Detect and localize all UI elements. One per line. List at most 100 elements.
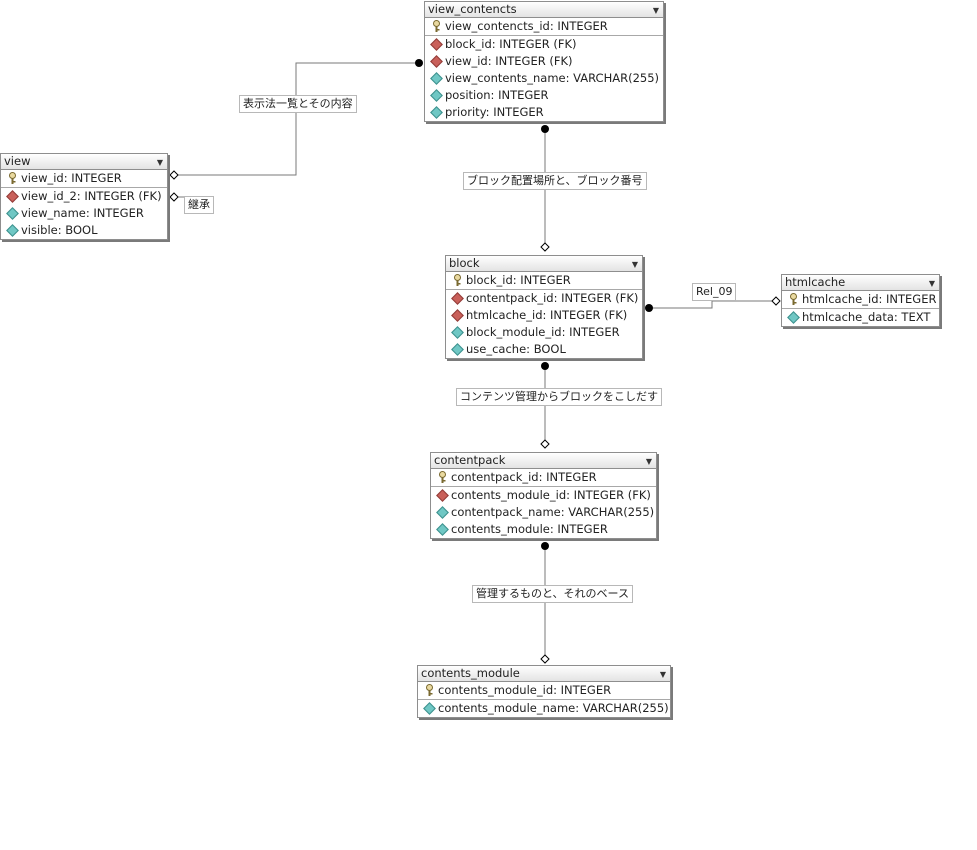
column-row[interactable]: view_id: INTEGER (FK) bbox=[425, 53, 663, 70]
column-row[interactable]: view_contents_name: VARCHAR(255) bbox=[425, 70, 663, 87]
entity-header[interactable]: view_contencts ▼ bbox=[425, 2, 663, 18]
column-text: contents_module_name: VARCHAR(255) bbox=[438, 701, 669, 715]
column-diamond-icon bbox=[4, 207, 20, 220]
column-text: htmlcache_data: TEXT bbox=[802, 310, 931, 324]
column-diamond-icon bbox=[434, 506, 450, 519]
entity-title: view_contencts bbox=[428, 2, 517, 16]
column-text: contentpack_name: VARCHAR(255) bbox=[451, 505, 655, 519]
entity-view-contencts[interactable]: view_contencts ▼ view_contencts_id: INTE… bbox=[424, 1, 664, 122]
column-text: view_id_2: INTEGER (FK) bbox=[21, 189, 162, 203]
column-row[interactable]: view_id: INTEGER bbox=[1, 170, 167, 188]
column-row[interactable]: block_module_id: INTEGER bbox=[446, 324, 642, 341]
column-text: view_name: INTEGER bbox=[21, 206, 144, 220]
column-row[interactable]: contents_module: INTEGER bbox=[431, 521, 656, 538]
entity-title: contentpack bbox=[434, 453, 506, 467]
column-row[interactable]: htmlcache_data: TEXT bbox=[782, 309, 939, 326]
entity-title: contents_module bbox=[421, 666, 520, 680]
column-row[interactable]: priority: INTEGER bbox=[425, 104, 663, 121]
column-text: htmlcache_id: INTEGER (FK) bbox=[466, 308, 628, 322]
fk-diamond-icon bbox=[449, 292, 465, 305]
entity-htmlcache[interactable]: htmlcache ▼ htmlcache_id: INTEGER htmlca… bbox=[781, 274, 940, 327]
column-text: contents_module_id: INTEGER (FK) bbox=[451, 488, 651, 502]
key-icon bbox=[449, 274, 465, 287]
rel-label-view-self: 継承 bbox=[184, 196, 214, 214]
entity-block[interactable]: block ▼ block_id: INTEGER contentpack_id… bbox=[445, 255, 643, 359]
rel-end-filled bbox=[415, 59, 423, 67]
column-row[interactable]: contentpack_name: VARCHAR(255) bbox=[431, 504, 656, 521]
dropdown-arrow-icon[interactable]: ▼ bbox=[928, 279, 935, 288]
column-text: contentpack_id: INTEGER (FK) bbox=[466, 291, 639, 305]
entity-header[interactable]: contentpack ▼ bbox=[431, 453, 656, 469]
column-text: view_id: INTEGER (FK) bbox=[445, 54, 573, 68]
column-row[interactable]: contentpack_id: INTEGER (FK) bbox=[446, 290, 642, 307]
rel-end-filled bbox=[541, 362, 549, 370]
column-row[interactable]: htmlcache_id: INTEGER bbox=[782, 291, 939, 309]
entity-header[interactable]: htmlcache ▼ bbox=[782, 275, 939, 291]
column-text: block_id: INTEGER (FK) bbox=[445, 37, 577, 51]
column-row[interactable]: position: INTEGER bbox=[425, 87, 663, 104]
rel-end-hollow-diamond bbox=[540, 654, 550, 664]
fk-diamond-icon bbox=[434, 489, 450, 502]
column-text: view_contencts_id: INTEGER bbox=[445, 19, 608, 33]
fk-diamond-icon bbox=[449, 309, 465, 322]
column-row[interactable]: block_id: INTEGER (FK) bbox=[425, 36, 663, 53]
rel-line-block-htmlcache bbox=[649, 300, 776, 309]
column-text: contents_module: INTEGER bbox=[451, 522, 608, 536]
entity-title: view bbox=[4, 154, 31, 168]
column-row[interactable]: contents_module_id: INTEGER bbox=[418, 682, 670, 700]
fk-diamond-icon bbox=[428, 55, 444, 68]
column-text: block_id: INTEGER bbox=[466, 273, 571, 287]
column-text: visible: BOOL bbox=[21, 223, 98, 237]
key-icon bbox=[428, 20, 444, 33]
dropdown-arrow-icon[interactable]: ▼ bbox=[652, 6, 659, 15]
column-diamond-icon bbox=[449, 343, 465, 356]
rel-end-hollow-diamond bbox=[540, 242, 550, 252]
dropdown-arrow-icon[interactable]: ▼ bbox=[156, 158, 163, 167]
column-text: contentpack_id: INTEGER bbox=[451, 470, 597, 484]
rel-line-view-view-contencts bbox=[174, 62, 418, 176]
column-diamond-icon bbox=[4, 224, 20, 237]
column-row[interactable]: view_contencts_id: INTEGER bbox=[425, 18, 663, 36]
entity-contents-module[interactable]: contents_module ▼ contents_module_id: IN… bbox=[417, 665, 671, 718]
rel-end-filled bbox=[645, 304, 653, 312]
column-row[interactable]: block_id: INTEGER bbox=[446, 272, 642, 290]
column-row[interactable]: htmlcache_id: INTEGER (FK) bbox=[446, 307, 642, 324]
dropdown-arrow-icon[interactable]: ▼ bbox=[631, 260, 638, 269]
column-row[interactable]: contentpack_id: INTEGER bbox=[431, 469, 656, 487]
rel-label-contentpack-block: コンテンツ管理からブロックをこしだす bbox=[456, 388, 662, 406]
key-icon bbox=[421, 684, 437, 697]
column-diamond-icon bbox=[428, 72, 444, 85]
column-diamond-icon bbox=[434, 523, 450, 536]
column-text: view_contents_name: VARCHAR(255) bbox=[445, 71, 660, 85]
entity-contentpack[interactable]: contentpack ▼ contentpack_id: INTEGER co… bbox=[430, 452, 657, 539]
column-row[interactable]: view_name: INTEGER bbox=[1, 205, 167, 222]
column-row[interactable]: use_cache: BOOL bbox=[446, 341, 642, 358]
entity-title: block bbox=[449, 256, 480, 270]
key-icon bbox=[785, 293, 801, 306]
entity-header[interactable]: view ▼ bbox=[1, 154, 167, 170]
column-row[interactable]: view_id_2: INTEGER (FK) bbox=[1, 188, 167, 205]
fk-diamond-icon bbox=[428, 38, 444, 51]
rel-label-htmlcache-block: Rel_09 bbox=[692, 283, 737, 301]
column-row[interactable]: visible: BOOL bbox=[1, 222, 167, 239]
dropdown-arrow-icon[interactable]: ▼ bbox=[659, 670, 666, 679]
fk-diamond-icon bbox=[4, 190, 20, 203]
column-row[interactable]: contents_module_id: INTEGER (FK) bbox=[431, 487, 656, 504]
rel-end-hollow-diamond bbox=[169, 192, 179, 202]
column-text: use_cache: BOOL bbox=[466, 342, 566, 356]
column-text: position: INTEGER bbox=[445, 88, 549, 102]
rel-label-view-view-contencts: 表示法一覧とその内容 bbox=[239, 95, 357, 113]
column-text: contents_module_id: INTEGER bbox=[438, 683, 612, 697]
entity-view[interactable]: view ▼ view_id: INTEGER view_id_2: INTEG… bbox=[0, 153, 168, 240]
rel-label-block-view-contencts: ブロック配置場所と、ブロック番号 bbox=[463, 172, 647, 190]
column-diamond-icon bbox=[428, 89, 444, 102]
rel-end-hollow-diamond bbox=[169, 170, 179, 180]
column-diamond-icon bbox=[428, 106, 444, 119]
column-text: priority: INTEGER bbox=[445, 105, 544, 119]
column-row[interactable]: contents_module_name: VARCHAR(255) bbox=[418, 700, 670, 717]
dropdown-arrow-icon[interactable]: ▼ bbox=[645, 457, 652, 466]
entity-header[interactable]: contents_module ▼ bbox=[418, 666, 670, 682]
rel-end-filled bbox=[541, 125, 549, 133]
entity-header[interactable]: block ▼ bbox=[446, 256, 642, 272]
